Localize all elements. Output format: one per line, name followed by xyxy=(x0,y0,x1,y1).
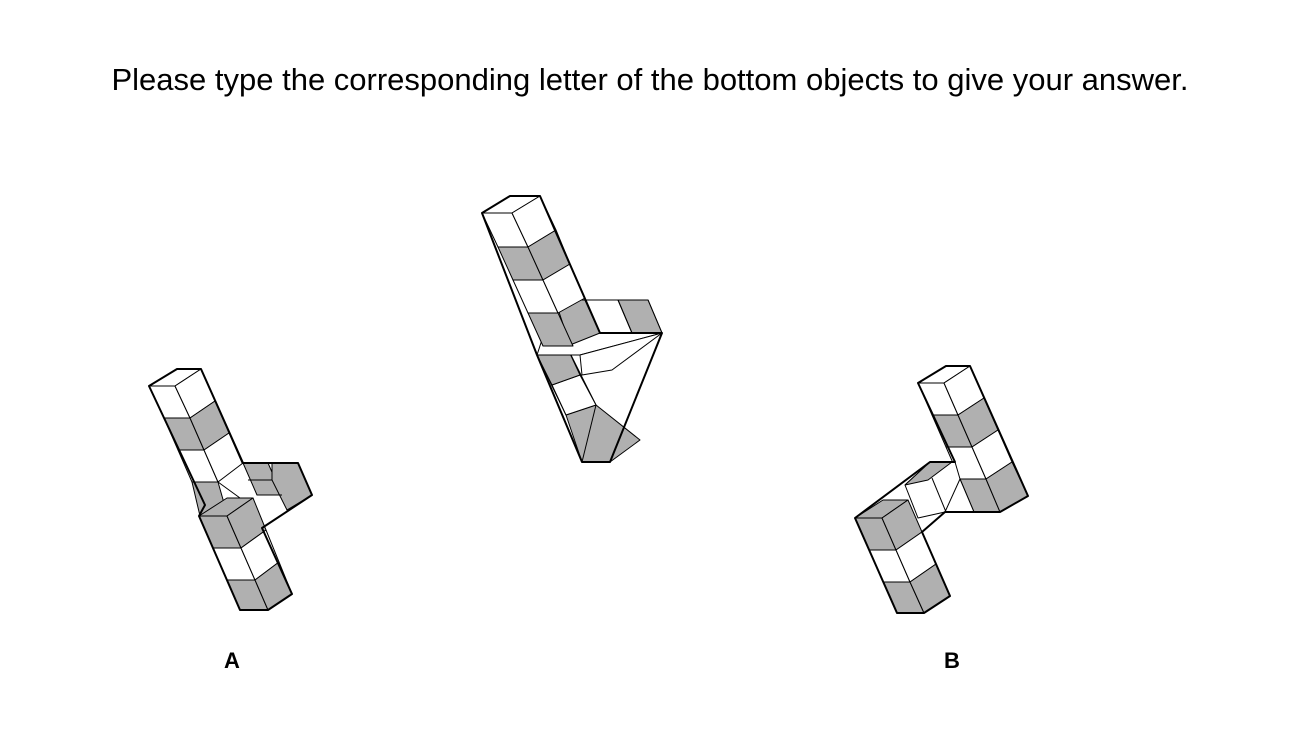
instruction-text: Please type the corresponding letter of … xyxy=(111,62,1189,97)
option-a-lower-column xyxy=(198,497,293,611)
option-a-object[interactable] xyxy=(148,368,313,611)
option-b-connector xyxy=(904,461,975,519)
option-a-label: A xyxy=(224,648,240,673)
option-a-horizontal-arm xyxy=(217,462,313,529)
option-b-object[interactable] xyxy=(854,365,1029,614)
target-object xyxy=(481,195,663,463)
option-b-left-column xyxy=(854,499,951,614)
option-b-label: B xyxy=(944,648,960,673)
option-a-upper-column xyxy=(148,368,244,517)
